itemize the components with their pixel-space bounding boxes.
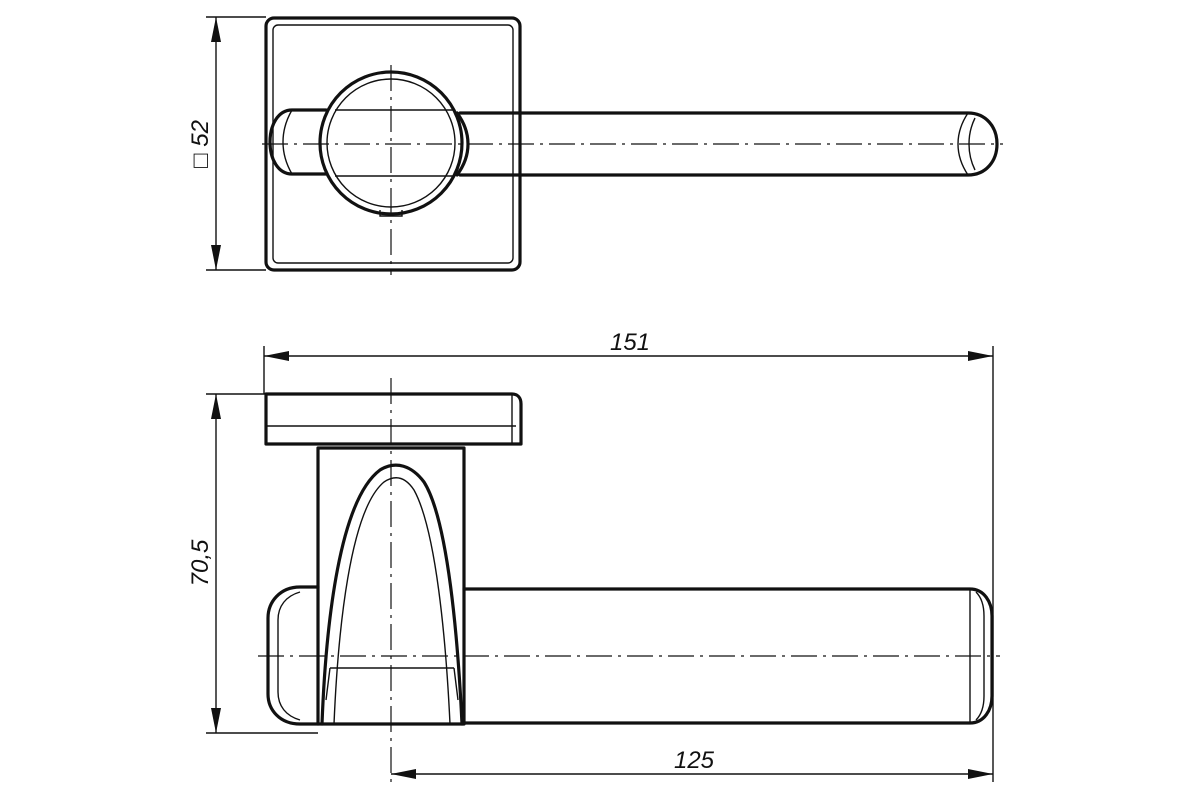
- lever-length-label: 125: [674, 747, 715, 774]
- lever-top: [458, 111, 999, 177]
- lever-body: [462, 587, 994, 725]
- dimension-square: □ 52: [187, 16, 266, 271]
- side-view: [258, 378, 1000, 782]
- overall-length-label: 151: [610, 329, 650, 356]
- top-view: [262, 16, 1003, 275]
- dimension-overall-length: 151: [263, 329, 994, 782]
- lever-stub: [268, 108, 328, 176]
- lever-tip-inner: [957, 112, 969, 176]
- rosette-plate: [264, 392, 523, 446]
- grip-base: [325, 667, 459, 701]
- grip-arch-inner: [333, 477, 451, 725]
- lever-stub-inner: [282, 109, 293, 175]
- neck-body-lines: [335, 109, 455, 177]
- square-dimension-label: □ 52: [187, 120, 214, 168]
- dimension-lever-length: 125: [391, 747, 993, 779]
- dimension-height: 70,5: [187, 393, 318, 734]
- screw-slot: [379, 210, 403, 217]
- height-label: 70,5: [187, 539, 214, 586]
- grip-arch: [320, 463, 464, 726]
